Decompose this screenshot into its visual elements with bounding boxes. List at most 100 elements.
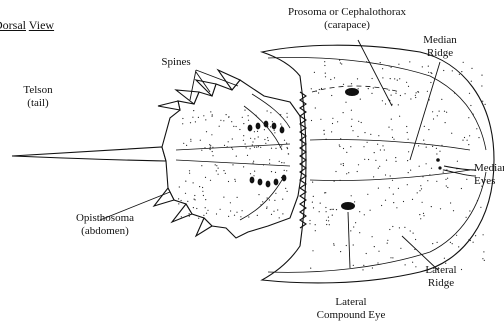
stipple-dot bbox=[357, 171, 358, 172]
stipple-dot bbox=[394, 78, 395, 79]
stipple-dot bbox=[422, 176, 423, 177]
stipple-dot bbox=[282, 213, 283, 214]
stipple-dot bbox=[426, 147, 427, 148]
stipple-dot bbox=[323, 130, 324, 131]
stipple-dot bbox=[419, 214, 420, 215]
stipple-dot bbox=[340, 164, 341, 165]
stipple-dot bbox=[482, 258, 483, 259]
stipple-dot bbox=[398, 64, 399, 65]
stipple-dot bbox=[275, 193, 276, 194]
stipple-dot bbox=[407, 184, 408, 185]
stipple-dot bbox=[203, 115, 204, 116]
stipple-dot bbox=[452, 243, 453, 244]
stipple-dot bbox=[274, 130, 275, 131]
stipple-dot bbox=[228, 181, 229, 182]
stipple-dot bbox=[287, 191, 288, 192]
stipple-dot bbox=[419, 166, 420, 167]
stipple-dot bbox=[452, 70, 453, 71]
stipple-dot bbox=[185, 181, 186, 182]
stipple-dot bbox=[366, 253, 367, 254]
stipple-dot bbox=[309, 223, 310, 224]
telson-shape bbox=[12, 147, 166, 161]
stipple-dot bbox=[339, 60, 340, 61]
stipple-dot bbox=[363, 265, 364, 266]
stipple-dot bbox=[415, 97, 416, 98]
stipple-dot bbox=[206, 131, 207, 132]
stipple-dot bbox=[190, 122, 191, 123]
stipple-dot bbox=[240, 216, 241, 217]
stipple-dot bbox=[193, 182, 194, 183]
stipple-dot bbox=[281, 177, 282, 178]
stipple-dot bbox=[345, 102, 346, 103]
stipple-dot bbox=[357, 136, 358, 137]
stipple-dot bbox=[325, 192, 326, 193]
stipple-dot bbox=[392, 180, 393, 181]
stipple-dot bbox=[279, 161, 280, 162]
stipple-dot bbox=[364, 132, 365, 133]
stipple-dot bbox=[484, 260, 485, 261]
stipple-dot bbox=[194, 195, 195, 196]
stipple-dot bbox=[450, 202, 451, 203]
stipple-dot bbox=[416, 92, 417, 93]
stipple-dot bbox=[223, 197, 224, 198]
stipple-dot bbox=[431, 168, 432, 169]
stipple-dot bbox=[271, 148, 272, 149]
stipple-dot bbox=[329, 224, 330, 225]
stipple-dot bbox=[399, 78, 400, 79]
stipple-dot bbox=[271, 214, 272, 215]
stipple-dot bbox=[409, 61, 410, 62]
stipple-dot bbox=[370, 134, 371, 135]
stipple-dot bbox=[314, 72, 315, 73]
stipple-dot bbox=[255, 115, 256, 116]
stipple-dot bbox=[340, 180, 341, 181]
stipple-dot bbox=[205, 199, 206, 200]
stipple-dot bbox=[381, 205, 382, 206]
stipple-dot bbox=[189, 170, 190, 171]
stipple-dot bbox=[268, 182, 269, 183]
stipple-dot bbox=[382, 77, 383, 78]
stipple-dot bbox=[361, 122, 362, 123]
stipple-dot bbox=[216, 213, 217, 214]
stipple-dot bbox=[391, 95, 392, 96]
stipple-dot bbox=[392, 137, 393, 138]
stipple-dot bbox=[385, 174, 386, 175]
stipple-dot bbox=[286, 170, 287, 171]
stipple-dot bbox=[232, 138, 233, 139]
stipple-dot bbox=[187, 201, 188, 202]
stipple-dot bbox=[266, 206, 267, 207]
stipple-dot bbox=[343, 112, 344, 113]
stipple-dot bbox=[228, 216, 229, 217]
stipple-dot bbox=[480, 207, 481, 208]
stipple-dot bbox=[250, 138, 251, 139]
stipple-dot bbox=[311, 120, 312, 121]
stipple-dot bbox=[462, 247, 463, 248]
stipple-dot bbox=[390, 78, 391, 79]
stipple-dot bbox=[389, 229, 390, 230]
stipple-dot bbox=[387, 243, 388, 244]
stipple-dot bbox=[269, 199, 270, 200]
stipple-dot bbox=[225, 173, 226, 174]
stipple-dot bbox=[340, 251, 341, 252]
label-prosoma: Prosoma or Cephalothorax (carapace) bbox=[272, 6, 422, 32]
stipple-dot bbox=[426, 163, 427, 164]
lateral-compound-eye-bottom bbox=[341, 202, 355, 210]
stipple-dot bbox=[181, 216, 182, 217]
stipple-dot bbox=[263, 164, 264, 165]
stipple-dot bbox=[393, 194, 394, 195]
stipple-dot bbox=[424, 143, 425, 144]
stipple-dot bbox=[367, 142, 368, 143]
stipple-dot bbox=[436, 148, 437, 149]
stipple-dot bbox=[243, 135, 244, 136]
stipple-dot bbox=[423, 213, 424, 214]
stipple-dot bbox=[339, 144, 340, 145]
stipple-dot bbox=[231, 121, 232, 122]
stipple-dot bbox=[189, 173, 190, 174]
stipple-dot bbox=[428, 66, 429, 67]
stipple-dot bbox=[287, 147, 288, 148]
stipple-dot bbox=[310, 268, 311, 269]
stipple-dot bbox=[187, 207, 188, 208]
label-median-eyes: Median Eyes bbox=[474, 162, 504, 188]
stipple-dot bbox=[179, 186, 180, 187]
stipple-dot bbox=[446, 112, 447, 113]
